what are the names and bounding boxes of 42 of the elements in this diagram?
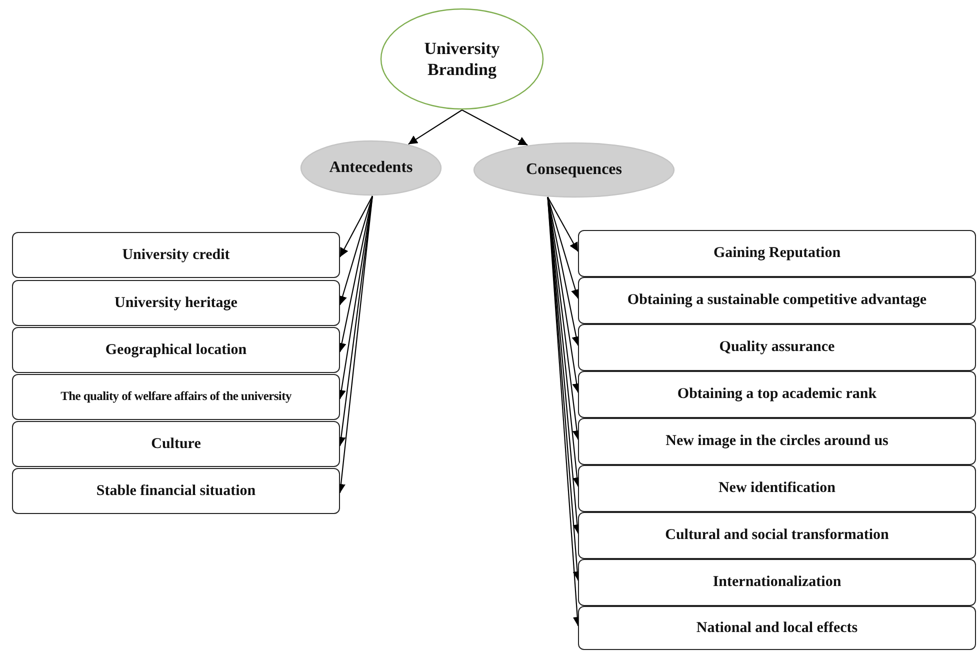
arrow	[547, 196, 578, 252]
node-label: Consequences	[526, 160, 622, 180]
item-box	[578, 371, 976, 418]
arrow	[547, 196, 580, 299]
item-label: Gaining Reputation	[713, 244, 841, 263]
item-box	[12, 374, 340, 420]
arrow	[338, 196, 373, 306]
arrow	[408, 110, 462, 145]
item-label: New image in the circles around us	[666, 432, 888, 451]
item-box	[578, 559, 976, 606]
item-box	[578, 418, 976, 465]
category-oval	[473, 142, 675, 198]
item-label: Internationalization	[712, 573, 842, 592]
item-label: University credit	[122, 246, 230, 264]
item-box	[12, 280, 340, 326]
arrow	[340, 196, 373, 258]
item-label: Culture	[151, 434, 201, 454]
item-label: Geographical location	[105, 340, 247, 360]
item-box	[12, 421, 340, 467]
oval-node	[380, 8, 544, 110]
item-label: Stable financial situation	[96, 482, 256, 500]
item-label: Obtaining a top academic rank	[677, 385, 877, 404]
item-box	[578, 465, 976, 512]
item-label: New identification	[718, 479, 836, 498]
item-box	[12, 327, 340, 373]
item-label: Cultural and social transformation	[665, 526, 889, 545]
category-oval	[300, 140, 442, 196]
item-label: The quality of welfare affairs of the university	[60, 389, 292, 405]
arrow	[462, 110, 528, 146]
item-box	[578, 512, 976, 559]
item-label: University heritage	[114, 294, 238, 312]
item-box	[12, 468, 340, 514]
item-label: Quality assurance	[719, 338, 835, 357]
item-label: Obtaining a sustainable competitive advantage	[627, 291, 927, 310]
item-box	[578, 324, 976, 371]
node-label: University Branding	[423, 38, 501, 80]
item-box	[578, 277, 976, 324]
item-box	[12, 232, 340, 278]
item-label: National and local effects	[696, 618, 858, 638]
item-box	[578, 606, 976, 650]
item-box	[578, 230, 976, 277]
node-label: Antecedents	[329, 158, 413, 178]
